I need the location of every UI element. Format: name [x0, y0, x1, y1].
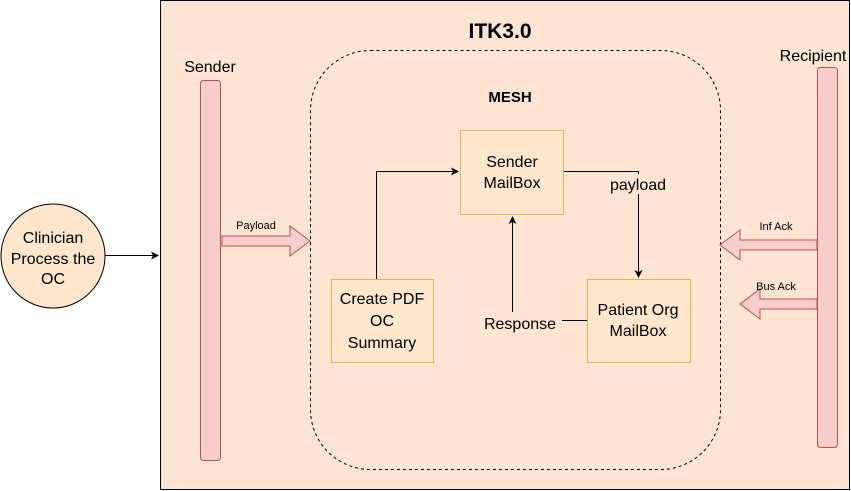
sender-mailbox-line-2: MailBox: [484, 175, 541, 192]
create-pdf-line-1: Create PDF: [340, 291, 425, 308]
bus-ack-label: Bus Ack: [756, 281, 796, 293]
mesh-boundary: [310, 50, 721, 470]
response-label-bg: [478, 312, 562, 334]
pdf-to-sender-mailbox-edge: [376, 167, 459, 279]
bus-ack-block-arrow: [739, 288, 818, 320]
patient-mailbox-line-2: MailBox: [610, 323, 667, 340]
clinician-line-3: OC: [41, 271, 65, 288]
payload-edge-label-bg: [605, 174, 673, 194]
diagram-title: ITK3.0: [468, 20, 531, 43]
recipient-label: Recipient: [780, 48, 847, 65]
sender-to-patient-mailbox-edge: [564, 171, 643, 278]
payload-block-arrow: [221, 225, 311, 257]
payload-arrow-label: Payload: [236, 220, 276, 232]
sender-mailbox-line-1: Sender: [486, 154, 538, 171]
mesh-label: MESH: [488, 89, 531, 106]
sender-mailbox-box: [460, 130, 564, 215]
clinician-line-1: Clinician: [23, 230, 83, 247]
create-pdf-line-2: OC: [370, 313, 394, 330]
patient-mailbox-box: [587, 279, 691, 363]
patient-mailbox-line-1: Patient Org: [598, 302, 679, 319]
create-pdf-line-3: Summary: [348, 335, 416, 352]
payload-edge-label: payload: [610, 177, 666, 194]
sender-lifeline: [200, 80, 221, 461]
inf-ack-label: Inf Ack: [759, 221, 793, 233]
sender-label: Sender: [184, 59, 236, 76]
inf-ack-block-arrow: [719, 229, 818, 261]
clinician-line-2: Process the: [11, 251, 96, 268]
recipient-lifeline: [817, 67, 838, 448]
response-label: Response: [484, 316, 556, 333]
create-pdf-box: [331, 279, 434, 363]
